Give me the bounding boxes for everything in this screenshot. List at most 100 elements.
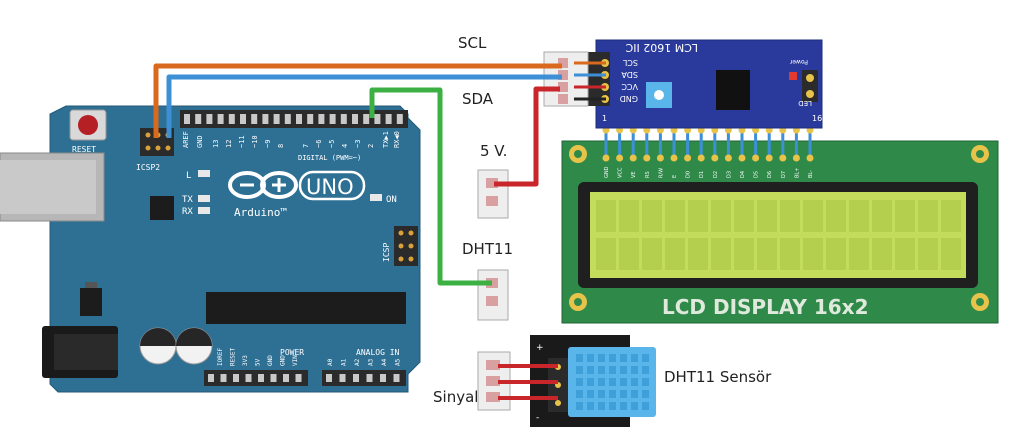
i2c-pin-label: GND (620, 94, 638, 103)
lcd-pin-label: VCC (618, 167, 624, 178)
atmega-chip (206, 292, 406, 324)
arduino-logo: UNO (228, 170, 366, 201)
digital-pin-label: 13 (212, 140, 220, 148)
led-rx-label: RX (182, 207, 193, 217)
lcd-module: LCD DISPLAY 16x2 GND VCC VE RS R/W E D0 D1 D2 D3 D… (561, 120, 999, 324)
lcd-pin-label: R/W (658, 168, 664, 178)
led-l-label: L (186, 171, 191, 181)
digital-pin-label: ~10 (251, 135, 259, 148)
digital-pin-label: 7 (302, 144, 310, 148)
lcd-pin-label: D0 (686, 171, 692, 178)
sda-wire (166, 74, 562, 138)
power-text: Power (789, 58, 808, 65)
lcd-pin-label: D6 (767, 171, 773, 178)
five-v-label: 5 V. (480, 142, 507, 160)
arduino-brand: Arduino™ (234, 206, 287, 219)
i2c-module: LCM 1602 IIC Power LED 16 1 SCL SDA VCC GND (588, 39, 823, 129)
lcd-pin-label: D1 (699, 171, 705, 178)
on-label: ON (386, 195, 397, 205)
gnd-label: GND (196, 135, 204, 148)
lcd-pin-label: GND (604, 166, 610, 178)
capacitors (139, 327, 213, 365)
lcd-pin-label: D5 (754, 171, 760, 178)
power-header (204, 370, 308, 386)
led-rx (198, 207, 210, 214)
lcd-title: LCD DISPLAY 16x2 (662, 295, 869, 319)
signal-label: Sinyal (433, 388, 478, 406)
voltage-regulator (80, 288, 102, 316)
usb-chip (150, 196, 174, 220)
power-pin-label: 5V (255, 358, 262, 366)
i2c-pin-label: SCL (622, 58, 638, 67)
power-pin-label: GND (267, 355, 274, 366)
lcd-pin-label: E (672, 175, 678, 178)
digital-pin-label: ~11 (238, 135, 246, 148)
lcd-pin-label: D4 (740, 171, 746, 178)
analog-pin-label: A1 (341, 358, 348, 366)
digital-pin-label: ~3 (354, 140, 362, 148)
five-v-wire (494, 86, 560, 187)
lcd-pin-label: VE (631, 171, 637, 178)
led-tx-label: TX (182, 195, 193, 205)
led-text: LED (798, 99, 812, 107)
power-pin-label: GND (280, 355, 287, 366)
power-pin-label: 3V3 (242, 355, 249, 366)
pin-1-label: 1 (602, 114, 607, 123)
i2c-pin-label: SDA (621, 70, 638, 79)
led-tx (198, 195, 210, 202)
digital-pin-label: ~9 (264, 140, 272, 148)
dht11-sensor: + - (530, 335, 656, 427)
tx-pin-label: TX▶1 (382, 131, 390, 148)
digital-pin-label: 12 (225, 140, 233, 148)
digital-header (180, 110, 408, 128)
i2c-pin-label: VCC (621, 82, 638, 91)
aref-label: AREF (182, 131, 190, 148)
led-jumper (802, 70, 818, 102)
uno-label: UNO (306, 175, 354, 199)
dht11-connector (477, 269, 509, 321)
icsp-label: ICSP (382, 243, 391, 262)
lcd-pin-label: D2 (713, 171, 719, 178)
sensor-label: DHT11 Sensör (664, 368, 772, 386)
digital-pin-label: ~5 (328, 140, 336, 148)
dht11-label: DHT11 (462, 240, 513, 258)
reset-label: RESET (72, 145, 96, 154)
power-label: POWER (280, 348, 304, 357)
dht11-data-wire (369, 87, 492, 286)
lcd-pin-label: BL- (808, 170, 814, 178)
lcd-pin-label: BL+ (794, 168, 800, 178)
digital-label: DIGITAL (PWM=~) (298, 154, 361, 162)
icsp-header (394, 226, 418, 266)
wires (153, 61, 606, 400)
scl-wire (153, 63, 562, 138)
i2c-title: LCM 1602 IIC (625, 41, 698, 54)
rx-pin-label: RX◀0 (393, 131, 401, 148)
analog-pin-label: A2 (354, 358, 361, 366)
lcd-pin-label: RS (645, 171, 651, 178)
analog-pin-label: A3 (368, 358, 375, 366)
digital-pin-label: ~6 (315, 140, 323, 148)
analog-pin-label: A0 (327, 358, 334, 366)
pin-16-label: 16 (812, 114, 822, 123)
analog-label: ANALOG IN (356, 348, 400, 357)
analog-pin-label: A4 (381, 358, 388, 366)
power-pin-label: RESET (230, 348, 237, 366)
power-pin-label: IOREF (217, 348, 224, 366)
digital-pin-label: 4 (341, 144, 349, 148)
signal-connector (477, 351, 511, 411)
lcd-pin-label: D7 (781, 171, 787, 178)
led-l (198, 170, 210, 177)
analog-header (322, 370, 406, 386)
i2c-chip (716, 70, 750, 110)
analog-pin-label: A5 (395, 358, 402, 366)
scl-label: SCL (458, 34, 487, 52)
svg-text:+: + (536, 343, 544, 353)
svg-text:-: - (536, 413, 539, 423)
lcd-pin-label: D3 (726, 171, 732, 178)
digital-pin-label: 8 (277, 144, 285, 148)
digital-pin-label: 2 (367, 144, 375, 148)
icsp2-label: ICSP2 (136, 163, 160, 172)
led-on (370, 194, 382, 201)
